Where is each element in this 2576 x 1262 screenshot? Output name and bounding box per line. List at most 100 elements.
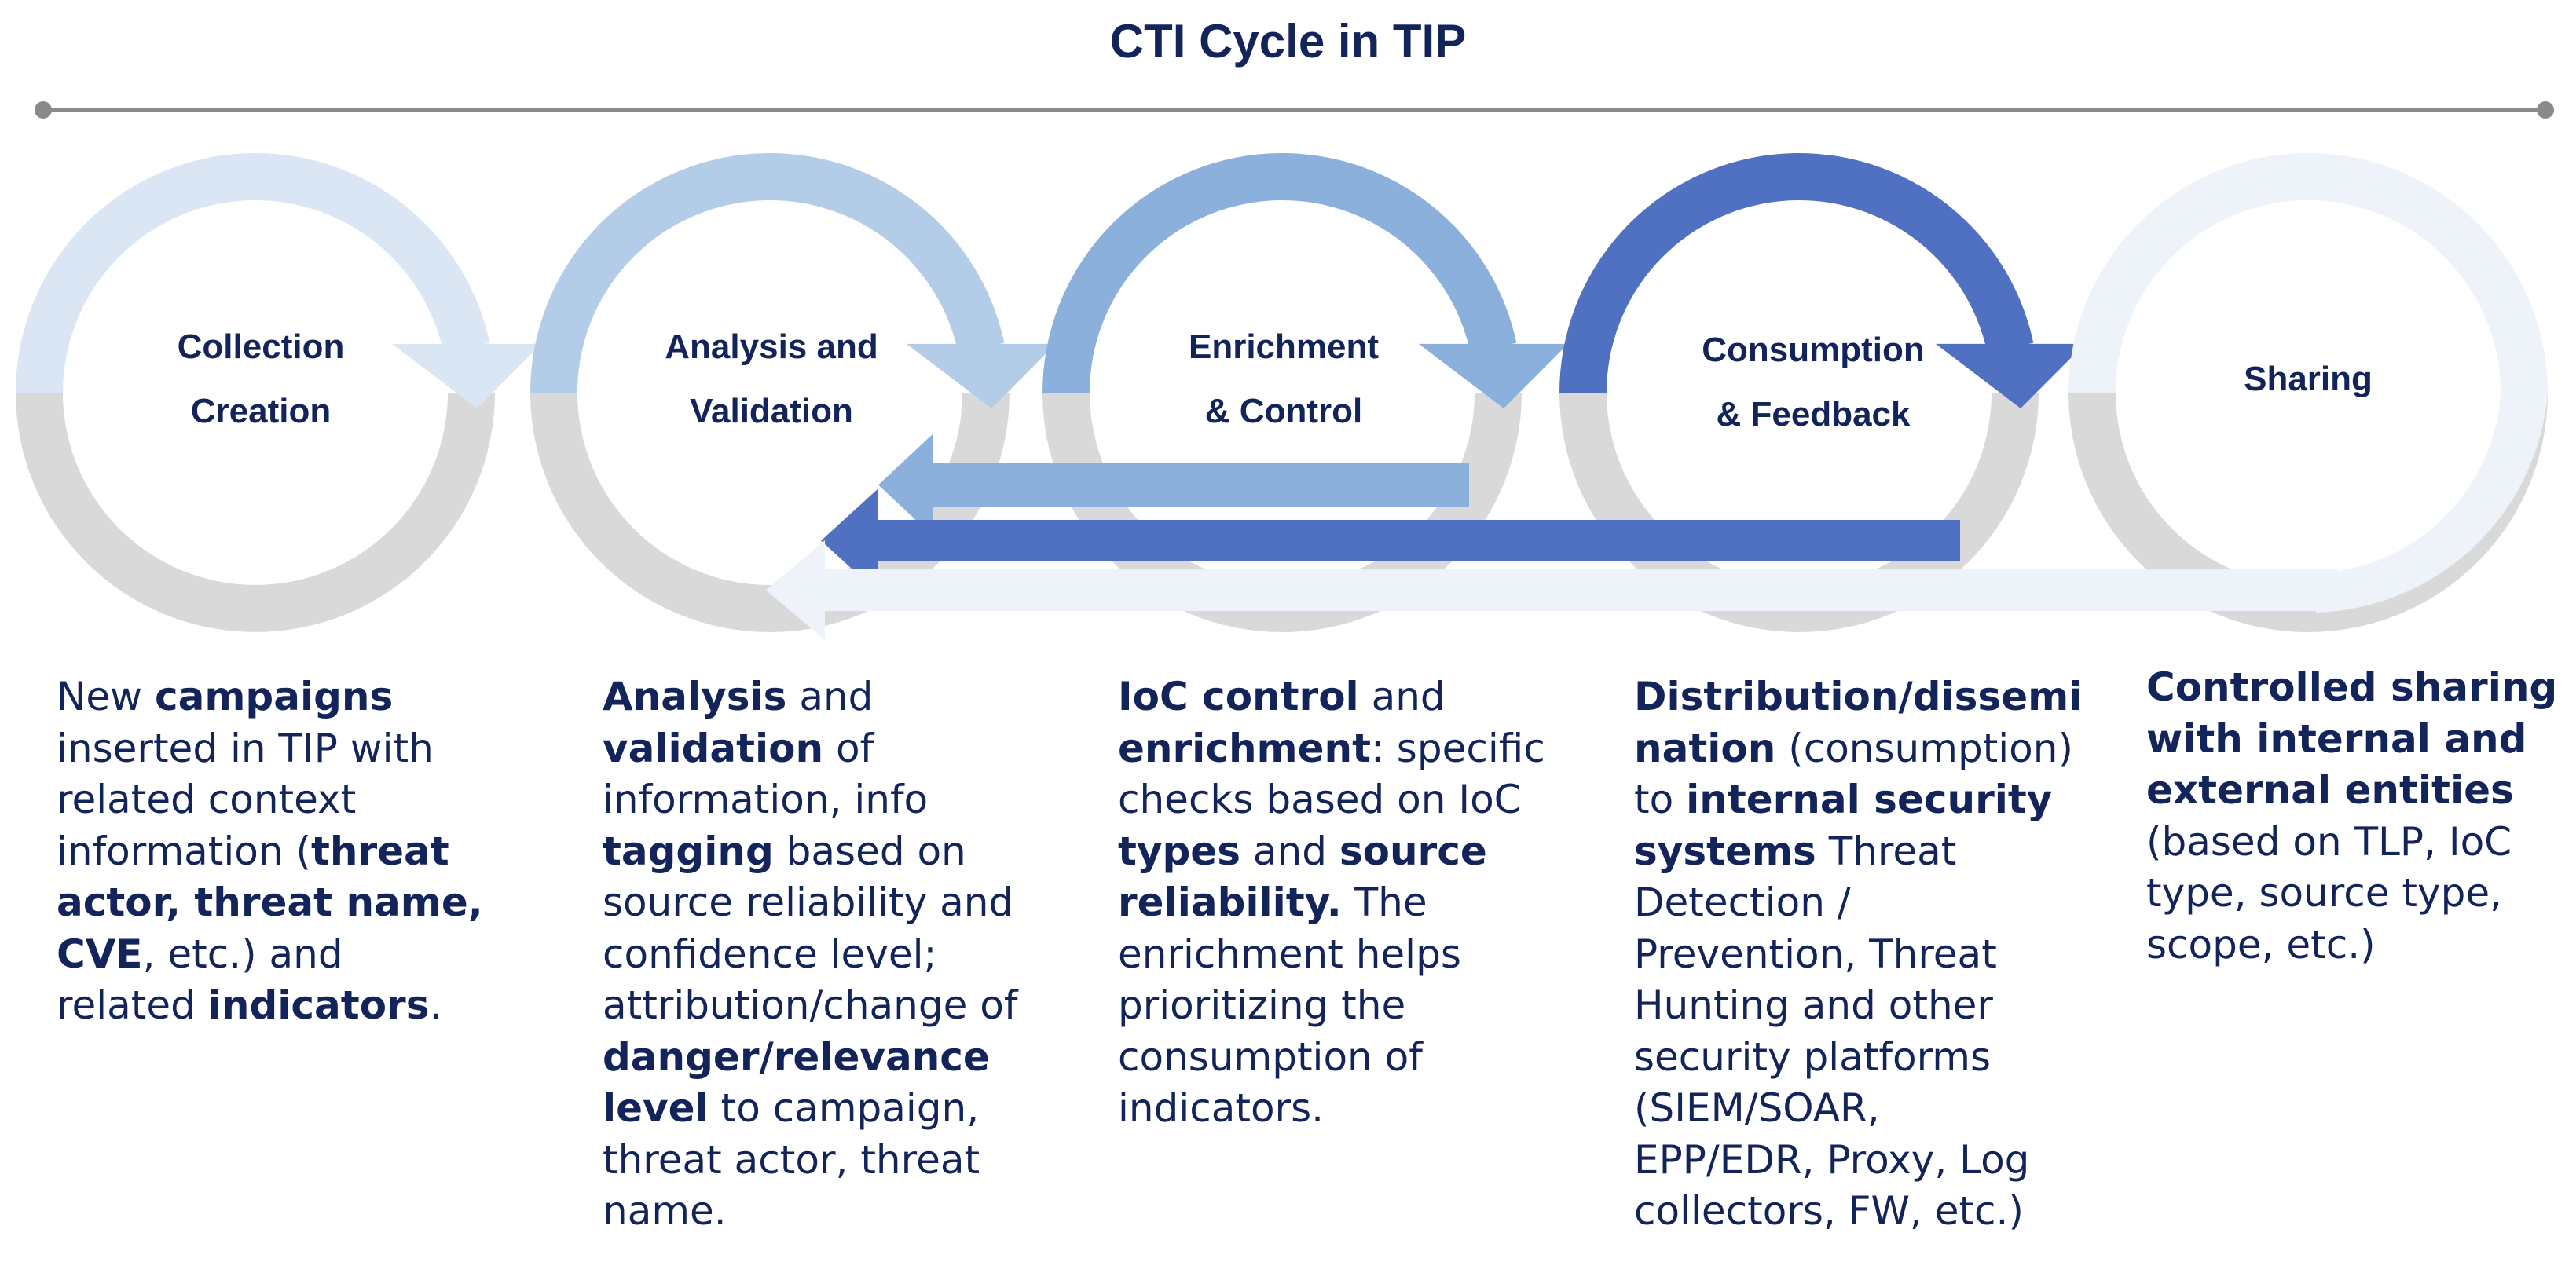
bold-text: indicators [207, 982, 430, 1028]
text-run: Detection / [1634, 880, 1851, 925]
description-line: information, info [603, 774, 1017, 826]
ring-arrowhead-consumption [1935, 343, 2085, 408]
bold-text: reliability. [1118, 880, 1342, 925]
text-run: related [57, 982, 208, 1028]
stage-label-consumption: Consumption& Feedback [1702, 331, 1925, 433]
diagram-title: CTI Cycle in TIP [1109, 15, 1467, 68]
text-run: and [1358, 674, 1446, 719]
text-run: source reliability and [603, 880, 1014, 925]
text-run: information, info [603, 777, 929, 822]
text-run: EPP/EDR, Proxy, Log [1634, 1136, 2030, 1183]
description-line: systems Threat [1634, 826, 2082, 878]
ring-arc-collection [16, 152, 490, 393]
text-run: : specific [1371, 725, 1545, 771]
timeline-bar [35, 101, 2554, 119]
bold-text: source [1339, 828, 1487, 874]
text-run: prioritizing the [1118, 982, 1406, 1028]
description-line: nation (consumption) [1634, 723, 2082, 775]
text-run: confidence level; [603, 931, 937, 977]
description-line: IoC control and [1118, 671, 1545, 723]
description-line: Analysis and [603, 671, 1017, 723]
description-line: to internal security [1634, 774, 2082, 826]
description-line: indicators. [1118, 1083, 1545, 1135]
text-run: and [1240, 828, 1339, 874]
bold-text: with internal and [2146, 715, 2527, 762]
bold-text: actor, threat name, [57, 880, 483, 925]
bold-text: Analysis [603, 674, 787, 719]
description-line: threat actor, threat [603, 1135, 1017, 1187]
text-run: name. [603, 1188, 727, 1234]
description-line: checks based on IoC [1118, 774, 1545, 826]
description-line: Hunting and other [1634, 980, 2082, 1032]
text-run: based on [773, 828, 966, 874]
ring-arrowhead-collection [391, 343, 541, 408]
description-line: related context [57, 774, 483, 826]
text-run: checks based on IoC [1118, 777, 1522, 822]
bold-text: danger/relevance [603, 1033, 990, 1080]
description-line: reliability. The [1118, 877, 1545, 929]
description-line: tagging based on [603, 826, 1017, 878]
text-run: of [823, 725, 874, 771]
description-line: source reliability and [603, 877, 1017, 929]
text-run: Hunting and other [1634, 982, 1993, 1028]
description-line: Controlled sharing [2146, 662, 2557, 714]
text-run: (consumption) [1775, 725, 2073, 771]
stage-label-enrichment: Enrichment& Control [1188, 327, 1380, 430]
description-line: New campaigns [57, 671, 483, 723]
text-run: The [1341, 880, 1427, 925]
description-line: related indicators. [57, 980, 483, 1032]
text-run: New [57, 674, 155, 719]
description-line: security platforms [1634, 1032, 2082, 1084]
text-run: Prevention, Threat [1634, 931, 1997, 977]
text-run: security platforms [1634, 1033, 1992, 1080]
description-line: scope, etc.) [2146, 920, 2557, 971]
bold-text: level [603, 1085, 709, 1131]
bold-text: Controlled sharing [2146, 664, 2558, 710]
description-line: CVE, etc.) and [57, 929, 483, 981]
bold-text: campaigns [154, 674, 394, 719]
description-line: enrichment helps [1118, 929, 1545, 981]
timeline-end-dot [2537, 101, 2554, 119]
text-run: threat actor, threat [603, 1136, 980, 1183]
text-run: Threat [1816, 828, 1957, 874]
bold-text: systems [1634, 828, 1816, 874]
timeline-start-dot [35, 101, 52, 119]
description-line: prioritizing the [1118, 980, 1545, 1032]
text-run: (based on TLP, IoC [2146, 818, 2512, 865]
text-run: consumption of [1118, 1033, 1423, 1080]
description-line: validation of [603, 723, 1017, 775]
text-run: type, source type, [2146, 870, 2503, 916]
ring-arrowhead-analysis [906, 343, 1056, 408]
bold-text: external entities [2146, 767, 2514, 813]
text-run: collectors, FW, etc.) [1634, 1188, 2024, 1234]
description-line: collectors, FW, etc.) [1634, 1186, 2082, 1238]
description-sharing: Controlled sharing with internal and exter… [2146, 662, 2557, 971]
text-run: inserted in TIP with [57, 725, 434, 771]
cycle-diagram [16, 101, 2554, 640]
ring-arc-enrichment [1042, 153, 1517, 393]
description-line: name. [603, 1186, 1017, 1238]
bold-text: types [1118, 828, 1240, 874]
description-line: information (threat [57, 826, 483, 878]
bold-text: threat [310, 828, 449, 874]
bold-text: IoC control [1118, 674, 1359, 719]
description-line: (based on TLP, IoC [2146, 817, 2557, 869]
text-run: , etc.) and [142, 931, 343, 977]
ring-arrowhead-enrichment [1418, 343, 1568, 408]
description-line: actor, threat name, [57, 877, 483, 929]
bold-text: validation [603, 725, 824, 771]
description-line: type, source type, [2146, 868, 2557, 920]
description-line: attribution/change of [603, 980, 1017, 1032]
description-line: with internal and [2146, 714, 2557, 766]
text-run: . [429, 982, 442, 1028]
description-line: danger/relevance [603, 1032, 1017, 1084]
ring-arc-analysis [530, 153, 1005, 393]
feedback-arrow-consumption [821, 488, 1960, 593]
bold-text: tagging [603, 828, 774, 874]
description-line: external entities [2146, 765, 2557, 817]
bold-text: enrichment [1118, 725, 1372, 771]
